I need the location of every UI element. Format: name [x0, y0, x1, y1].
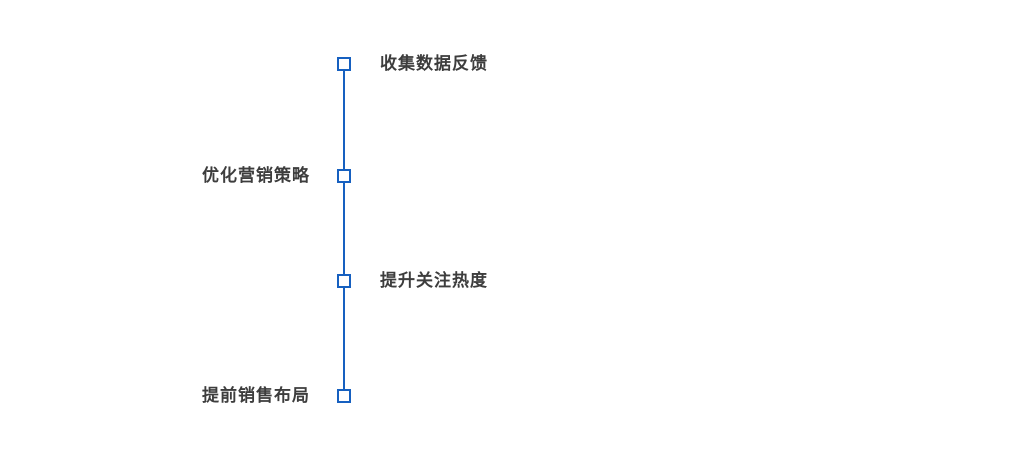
timeline-node-marker — [337, 274, 351, 288]
timeline-vertical-line — [343, 64, 345, 396]
timeline-node-marker — [337, 57, 351, 71]
timeline-node-marker — [337, 169, 351, 183]
timeline-node-marker — [337, 389, 351, 403]
timeline-node-label: 提升关注热度 — [380, 271, 488, 291]
timeline-node-label: 收集数据反馈 — [380, 54, 488, 74]
timeline-node-label: 提前销售布局 — [202, 386, 310, 406]
timeline-node-label: 优化营销策略 — [202, 166, 310, 186]
